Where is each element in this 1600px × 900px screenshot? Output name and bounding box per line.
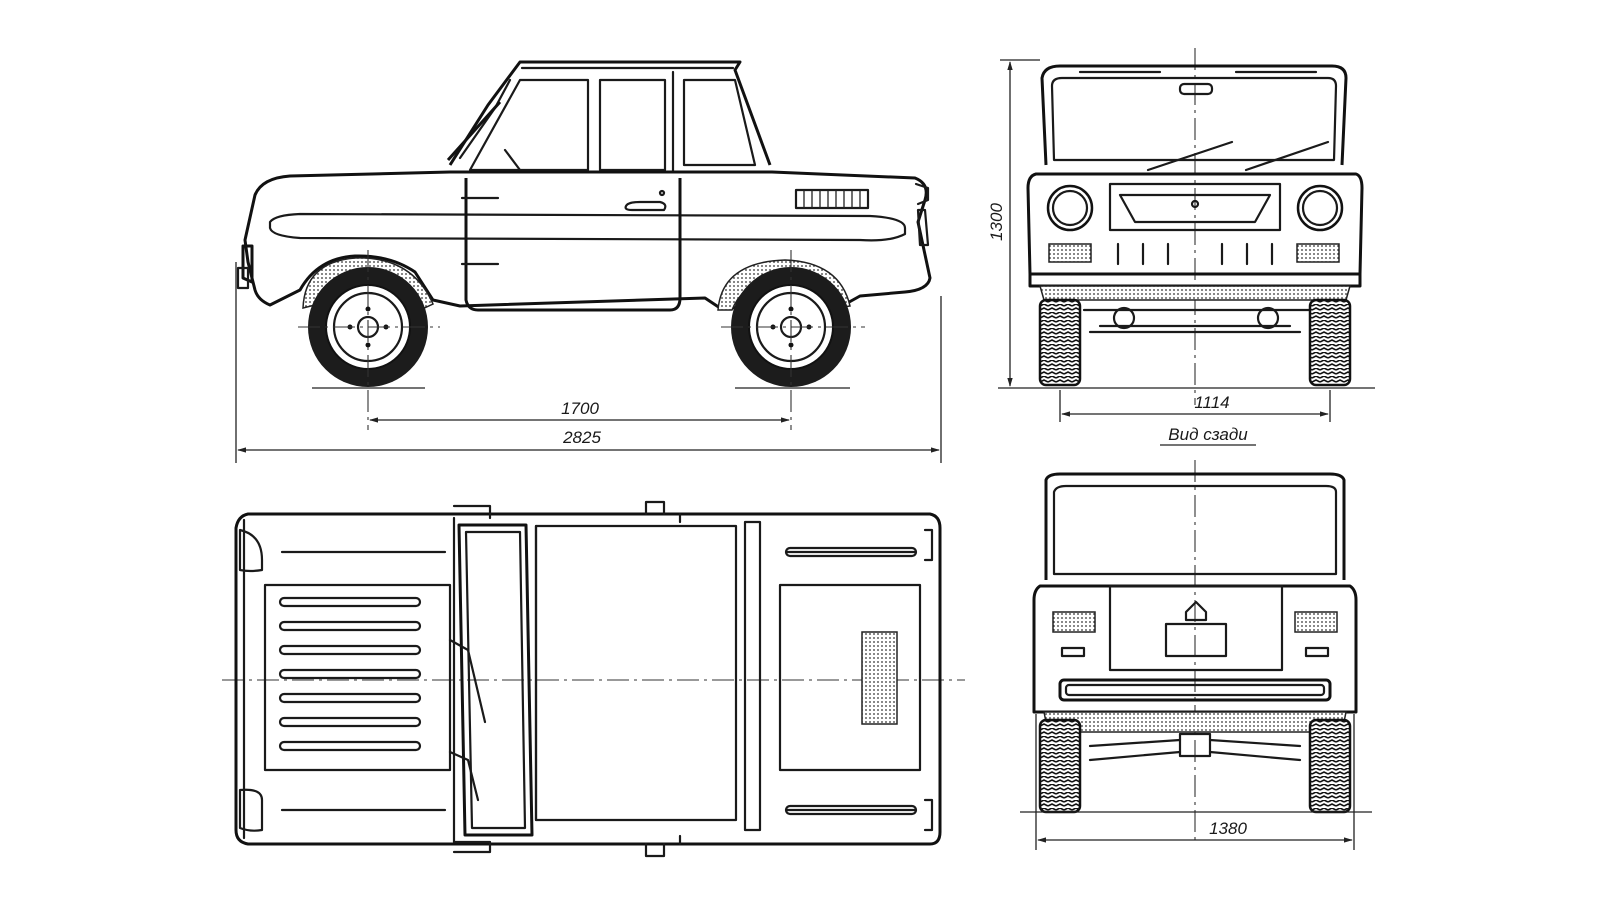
wheelbase-label: 1700 xyxy=(561,399,599,418)
rear-view-caption: Вид сзади xyxy=(1168,425,1248,444)
side-view: 1700 2825 xyxy=(235,60,942,463)
overall-width-label: 1380 xyxy=(1209,819,1247,838)
rear-deck-slats xyxy=(278,596,422,752)
front-view: 1300 1114 Вид сзади xyxy=(987,48,1375,446)
top-view xyxy=(222,500,965,858)
height-label: 1300 xyxy=(987,203,1006,241)
overall-length-label: 2825 xyxy=(562,428,601,447)
rear-view: 1380 xyxy=(1020,460,1372,850)
front-track-label: 1114 xyxy=(1194,393,1229,412)
